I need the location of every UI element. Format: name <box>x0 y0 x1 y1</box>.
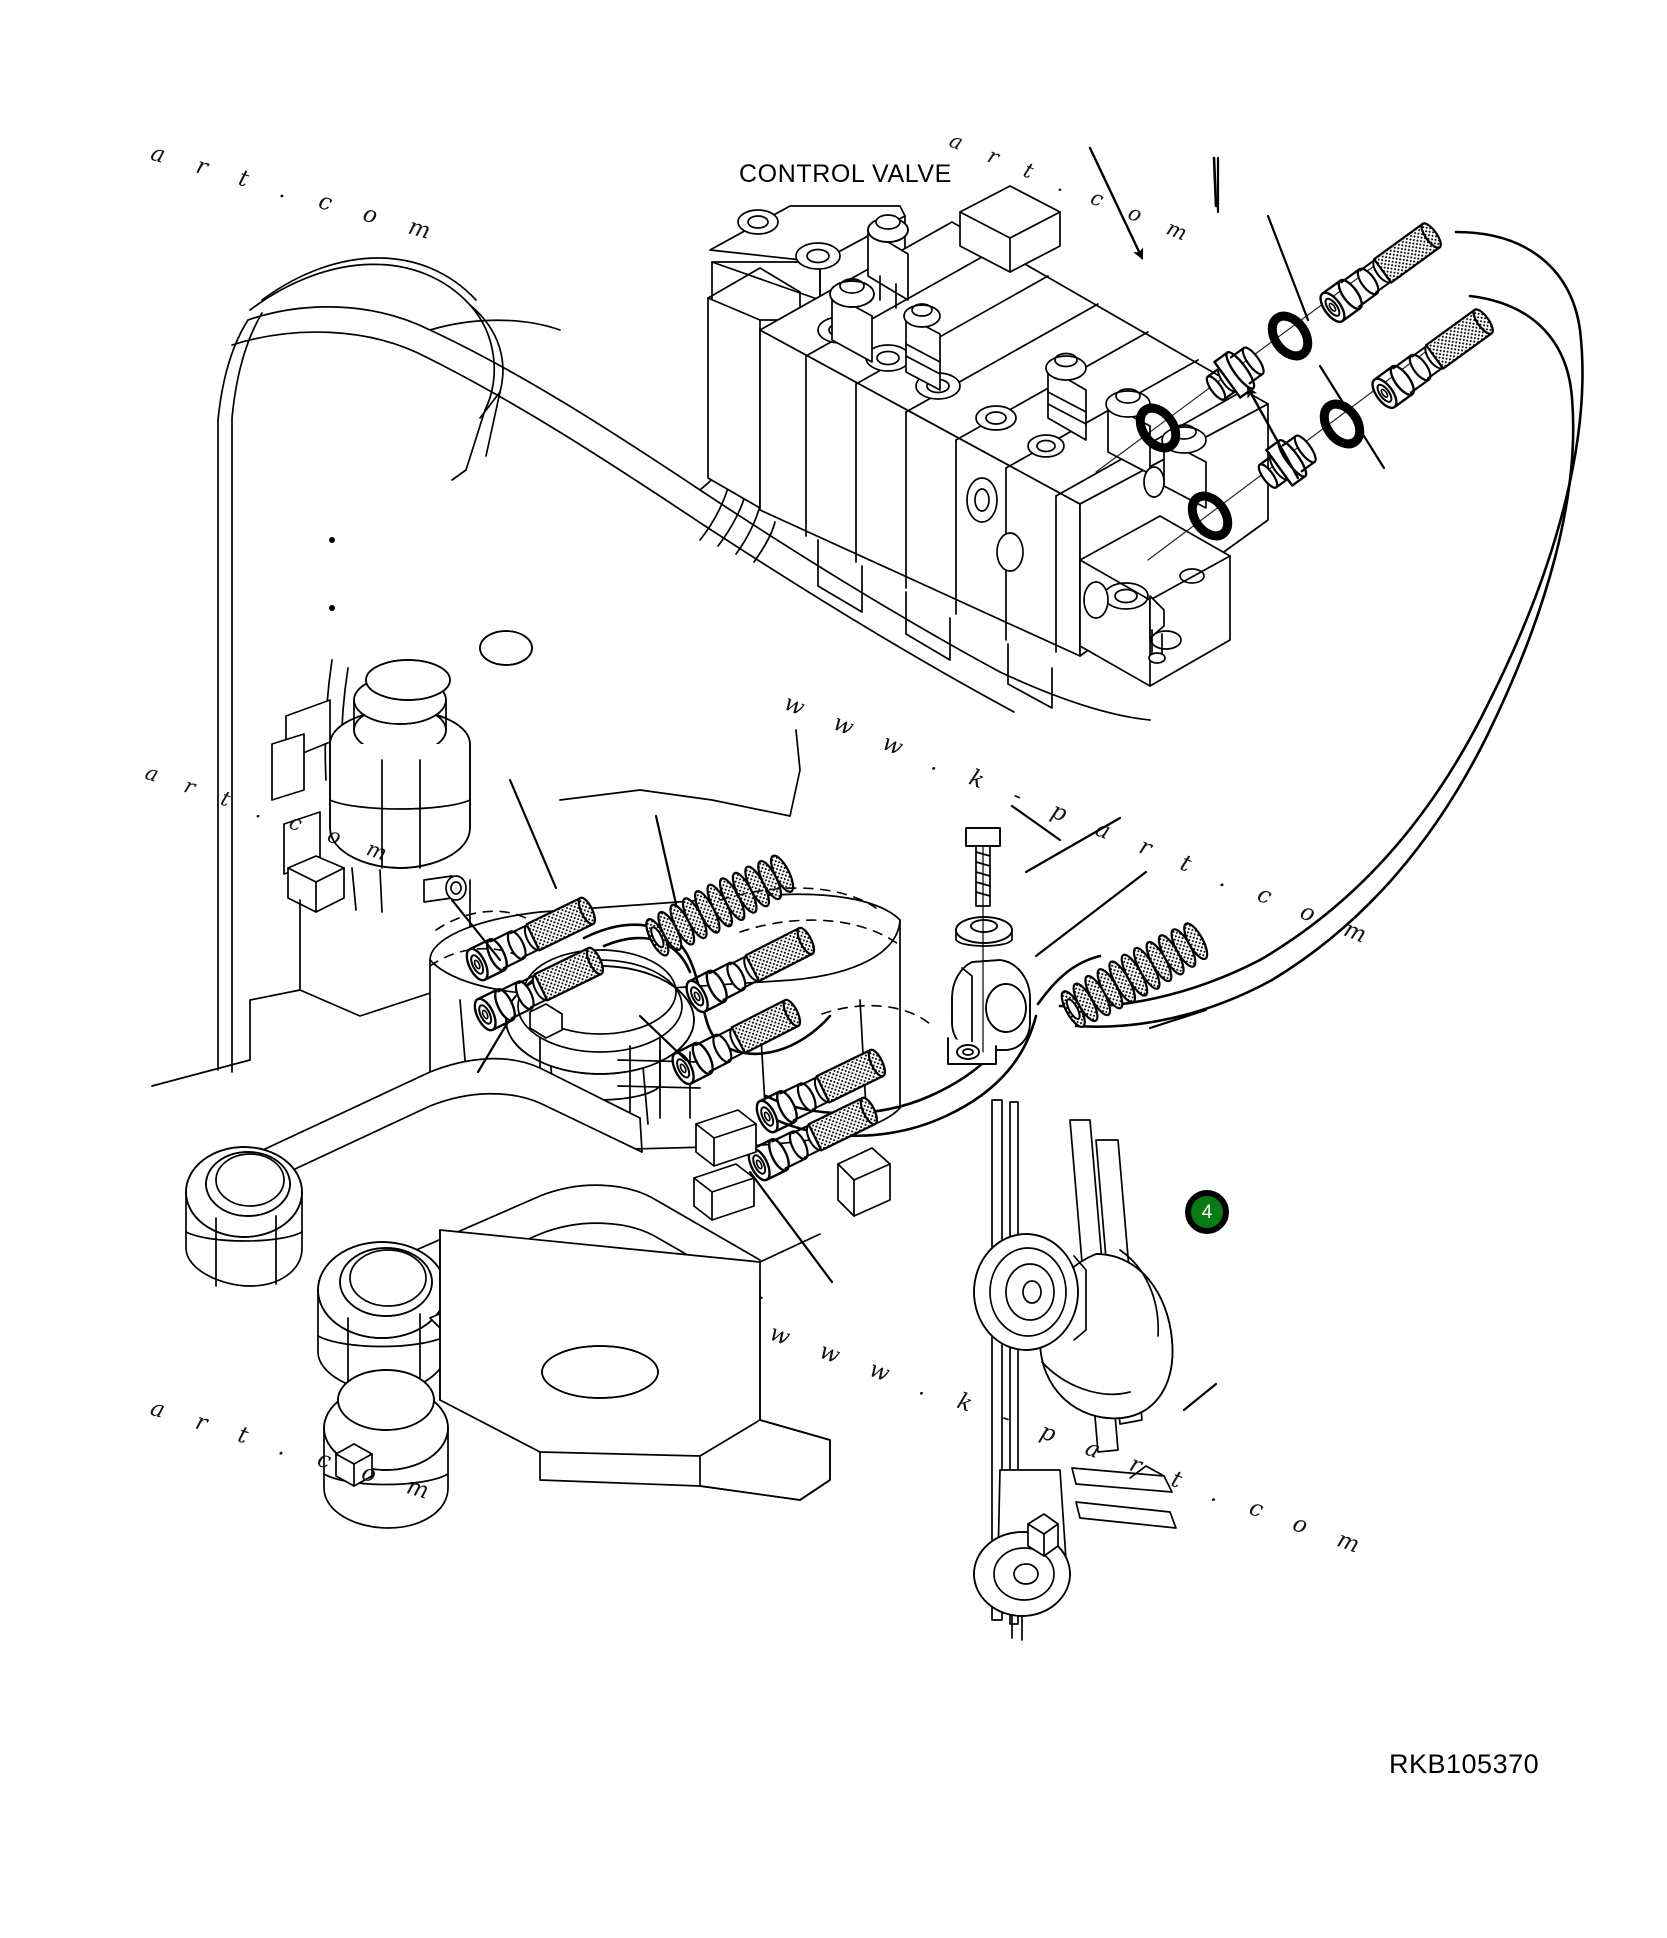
fitting-assembly-lower <box>1147 303 1499 561</box>
assembly-arrow-upper <box>1088 146 1144 260</box>
hose-support-blocks <box>693 1109 891 1221</box>
fitting-assembly-upper <box>1095 217 1447 473</box>
swivel-mount-plate <box>151 879 471 1087</box>
hidden-hose-path <box>429 887 931 1025</box>
leader-lines <box>450 156 1386 1412</box>
callout-badge-4[interactable]: 4 <box>1185 1190 1229 1234</box>
callout-number: 4 <box>1201 1201 1213 1223</box>
swivel-joint <box>271 659 471 913</box>
bucket-link-bracket <box>973 1099 1177 1641</box>
control-valve-block <box>707 185 1269 709</box>
control-valve-label: CONTROL VALVE <box>739 160 952 188</box>
bolt-washer-clamp <box>947 827 1031 1065</box>
lower-deck-plate <box>439 1229 831 1501</box>
sheet-code: RKB105370 <box>1389 1749 1540 1779</box>
assembly-arrow-lower <box>1246 386 1300 480</box>
